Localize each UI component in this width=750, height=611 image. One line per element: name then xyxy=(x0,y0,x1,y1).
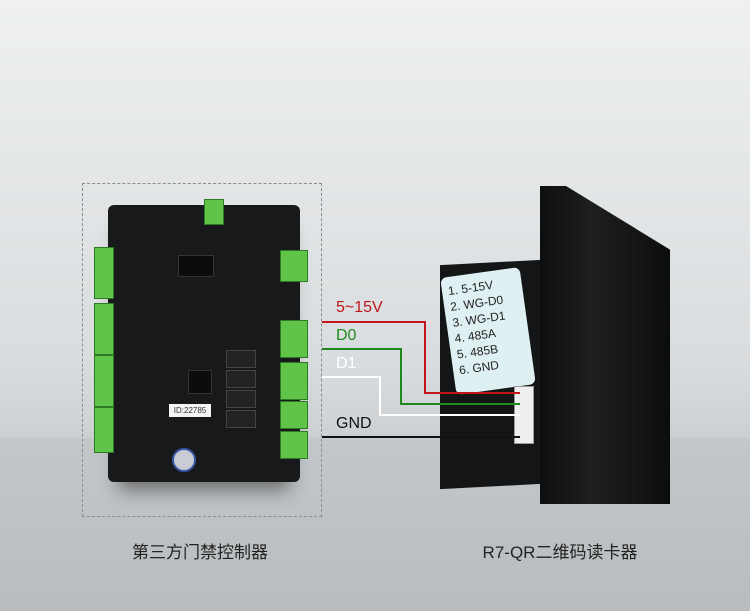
terminal-block xyxy=(94,247,114,299)
terminal-block xyxy=(94,303,114,355)
terminal-block xyxy=(280,250,308,282)
access-controller-board: ID:22785 xyxy=(94,199,308,482)
terminal-block xyxy=(94,407,114,453)
terminal-block xyxy=(280,401,308,429)
terminal-block xyxy=(94,355,114,407)
relay xyxy=(226,390,256,408)
board-id-label: ID:22785 xyxy=(169,404,211,417)
mcu-chip xyxy=(188,370,212,394)
wire-label-d0: D0 xyxy=(336,327,357,344)
reader-front-panel xyxy=(540,186,670,504)
capacitor xyxy=(172,448,196,472)
wire-label-gnd: GND xyxy=(336,415,372,432)
wire-label-d1: D1 xyxy=(336,355,357,372)
reader-caption: R7-QR二维码读卡器 xyxy=(482,543,638,562)
relay xyxy=(226,370,256,388)
terminal-block xyxy=(280,320,308,358)
terminal-block xyxy=(280,362,308,400)
wire-power xyxy=(322,321,520,394)
controller-frame xyxy=(82,183,322,517)
wire-d0 xyxy=(322,348,520,405)
terminal-block xyxy=(280,431,308,459)
relay xyxy=(226,350,256,368)
controller-caption: 第三方门禁控制器 xyxy=(132,543,268,562)
terminal-block xyxy=(204,199,224,225)
wire-d1 xyxy=(322,376,520,416)
chip xyxy=(178,255,214,277)
wire-label-power: 5~15V xyxy=(336,299,383,316)
relay xyxy=(226,410,256,428)
